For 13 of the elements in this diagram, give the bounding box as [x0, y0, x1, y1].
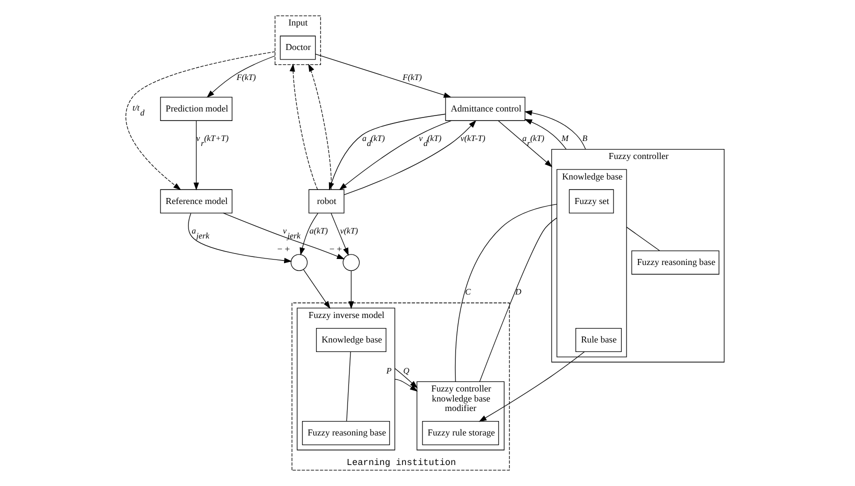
edge-label: Q: [403, 365, 410, 376]
edge-label: v(kT-T): [460, 133, 486, 144]
edge-label: a(kT): [310, 225, 328, 236]
edge-label: B: [582, 133, 588, 144]
edge-label: D: [515, 286, 522, 297]
edge-label: C: [465, 286, 471, 297]
edge-label: P: [386, 365, 392, 376]
node-label: − +: [329, 244, 342, 254]
edge-label: F(kT): [236, 72, 256, 82]
edge-label: F(kT): [402, 72, 422, 82]
node-label: − +: [277, 244, 290, 254]
edge-label: M: [561, 133, 568, 144]
edge-label: v(kT): [340, 225, 358, 236]
